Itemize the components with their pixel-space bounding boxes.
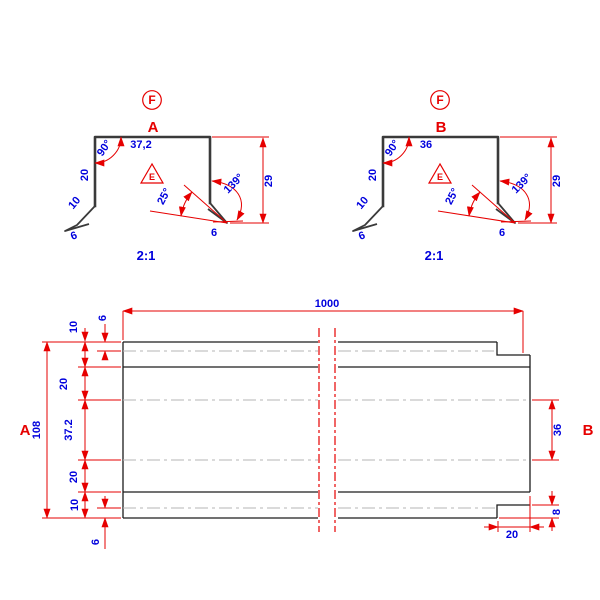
left-extension-lines xyxy=(78,350,121,509)
dim-bottom-hem-6: 6 xyxy=(90,539,102,545)
profile-a-dimensions: F A 37,2 90° 20 10 6 E 25° 139° 29 6 2:1 xyxy=(66,90,275,263)
break-lines xyxy=(318,328,336,532)
dim-angle-90: 90° xyxy=(95,138,114,159)
dim-angle-139: 139° xyxy=(510,172,535,197)
dim-leg-20: 20 xyxy=(79,169,91,181)
profile-a-outline xyxy=(64,135,228,232)
side-label-b: B xyxy=(583,422,594,439)
dim-hem-end-left-6: 6 xyxy=(357,229,367,242)
length-extension-lines xyxy=(122,311,524,353)
angle-25-arc xyxy=(178,191,193,217)
angle-25-arc xyxy=(466,191,481,217)
side-label-a: A xyxy=(20,422,31,439)
tip-extension-line xyxy=(212,220,244,223)
dim-angle-25: 25° xyxy=(155,186,173,206)
notch-w-extension-lines xyxy=(497,496,531,532)
width-b-extension-lines xyxy=(532,399,559,461)
height-extension-lines xyxy=(212,136,269,224)
detail-marker-circle xyxy=(142,90,162,110)
dim-bottom-web-20: 20 xyxy=(68,471,80,483)
dim-length-1000: 1000 xyxy=(315,298,339,310)
dim-center-37-2: 37.2 xyxy=(63,419,75,440)
dim-height-29: 29 xyxy=(263,175,275,187)
dim-hem-end-right-6: 6 xyxy=(499,227,505,239)
dim-hem-end-left-6: 6 xyxy=(69,229,79,242)
dim-hem-10: 10 xyxy=(66,195,83,212)
profile-view-a: F A 37,2 90° 20 10 6 E 25° 139° 29 6 2:1 xyxy=(64,90,275,263)
dim-top-flange-10: 10 xyxy=(68,321,80,333)
weld-symbol-triangle xyxy=(427,162,453,184)
plan-outline xyxy=(122,341,531,519)
dim-top-width-a: 37,2 xyxy=(130,139,151,151)
dim-hem-end-right-6: 6 xyxy=(211,227,217,239)
tip-extension-line xyxy=(500,220,532,223)
angle-90-arc xyxy=(382,136,413,167)
profile-view-b: F B 36 90° 20 10 6 E 25° 139° 29 6 2:1 xyxy=(352,90,563,263)
scale-label-a: 2:1 xyxy=(137,248,156,263)
weld-symbol-triangle xyxy=(139,162,165,184)
angle-139-arc xyxy=(211,178,245,221)
plan-centerlines xyxy=(123,350,530,509)
section-label-a: A xyxy=(148,119,159,136)
profile-b-dimensions: F B 36 90° 20 10 6 E 25° 139° 29 6 2:1 xyxy=(354,90,563,263)
dim-notch-width-20: 20 xyxy=(506,529,518,541)
detail-marker-label: F xyxy=(148,93,155,107)
dim-top-web-20: 20 xyxy=(58,378,70,390)
angle-139-arc xyxy=(499,178,533,221)
notch-h-extension-lines xyxy=(499,504,559,519)
scale-label-b: 2:1 xyxy=(425,248,444,263)
dim-notch-height-8: 8 xyxy=(551,509,563,515)
detail-marker-label: F xyxy=(436,93,443,107)
angle-90-arc xyxy=(94,136,125,167)
plan-view: 1000 108 A 10 6 20 37.2 20 10 6 xyxy=(20,298,594,549)
weld-symbol-label: E xyxy=(149,172,155,182)
dim-angle-25: 25° xyxy=(443,186,461,206)
dim-angle-139: 139° xyxy=(222,172,247,197)
dim-width-b-36: 36 xyxy=(552,424,564,436)
section-label-b: B xyxy=(436,119,447,136)
dim-hem-10: 10 xyxy=(354,195,371,212)
dim-height-29: 29 xyxy=(551,175,563,187)
weld-symbol-label: E xyxy=(437,172,443,182)
dim-top-width-b: 36 xyxy=(420,139,432,151)
detail-marker-circle xyxy=(430,90,450,110)
dim-leg-20: 20 xyxy=(367,169,379,181)
dim-bottom-flange-10: 10 xyxy=(69,499,81,511)
plan-dimensions: 1000 108 A 10 6 20 37.2 20 10 6 xyxy=(20,298,594,549)
height-extension-lines xyxy=(500,136,557,224)
profile-b-outline xyxy=(352,135,516,232)
dim-angle-90: 90° xyxy=(383,138,402,159)
dim-overall-108: 108 xyxy=(31,421,43,439)
dim-top-hem-6: 6 xyxy=(97,315,109,321)
